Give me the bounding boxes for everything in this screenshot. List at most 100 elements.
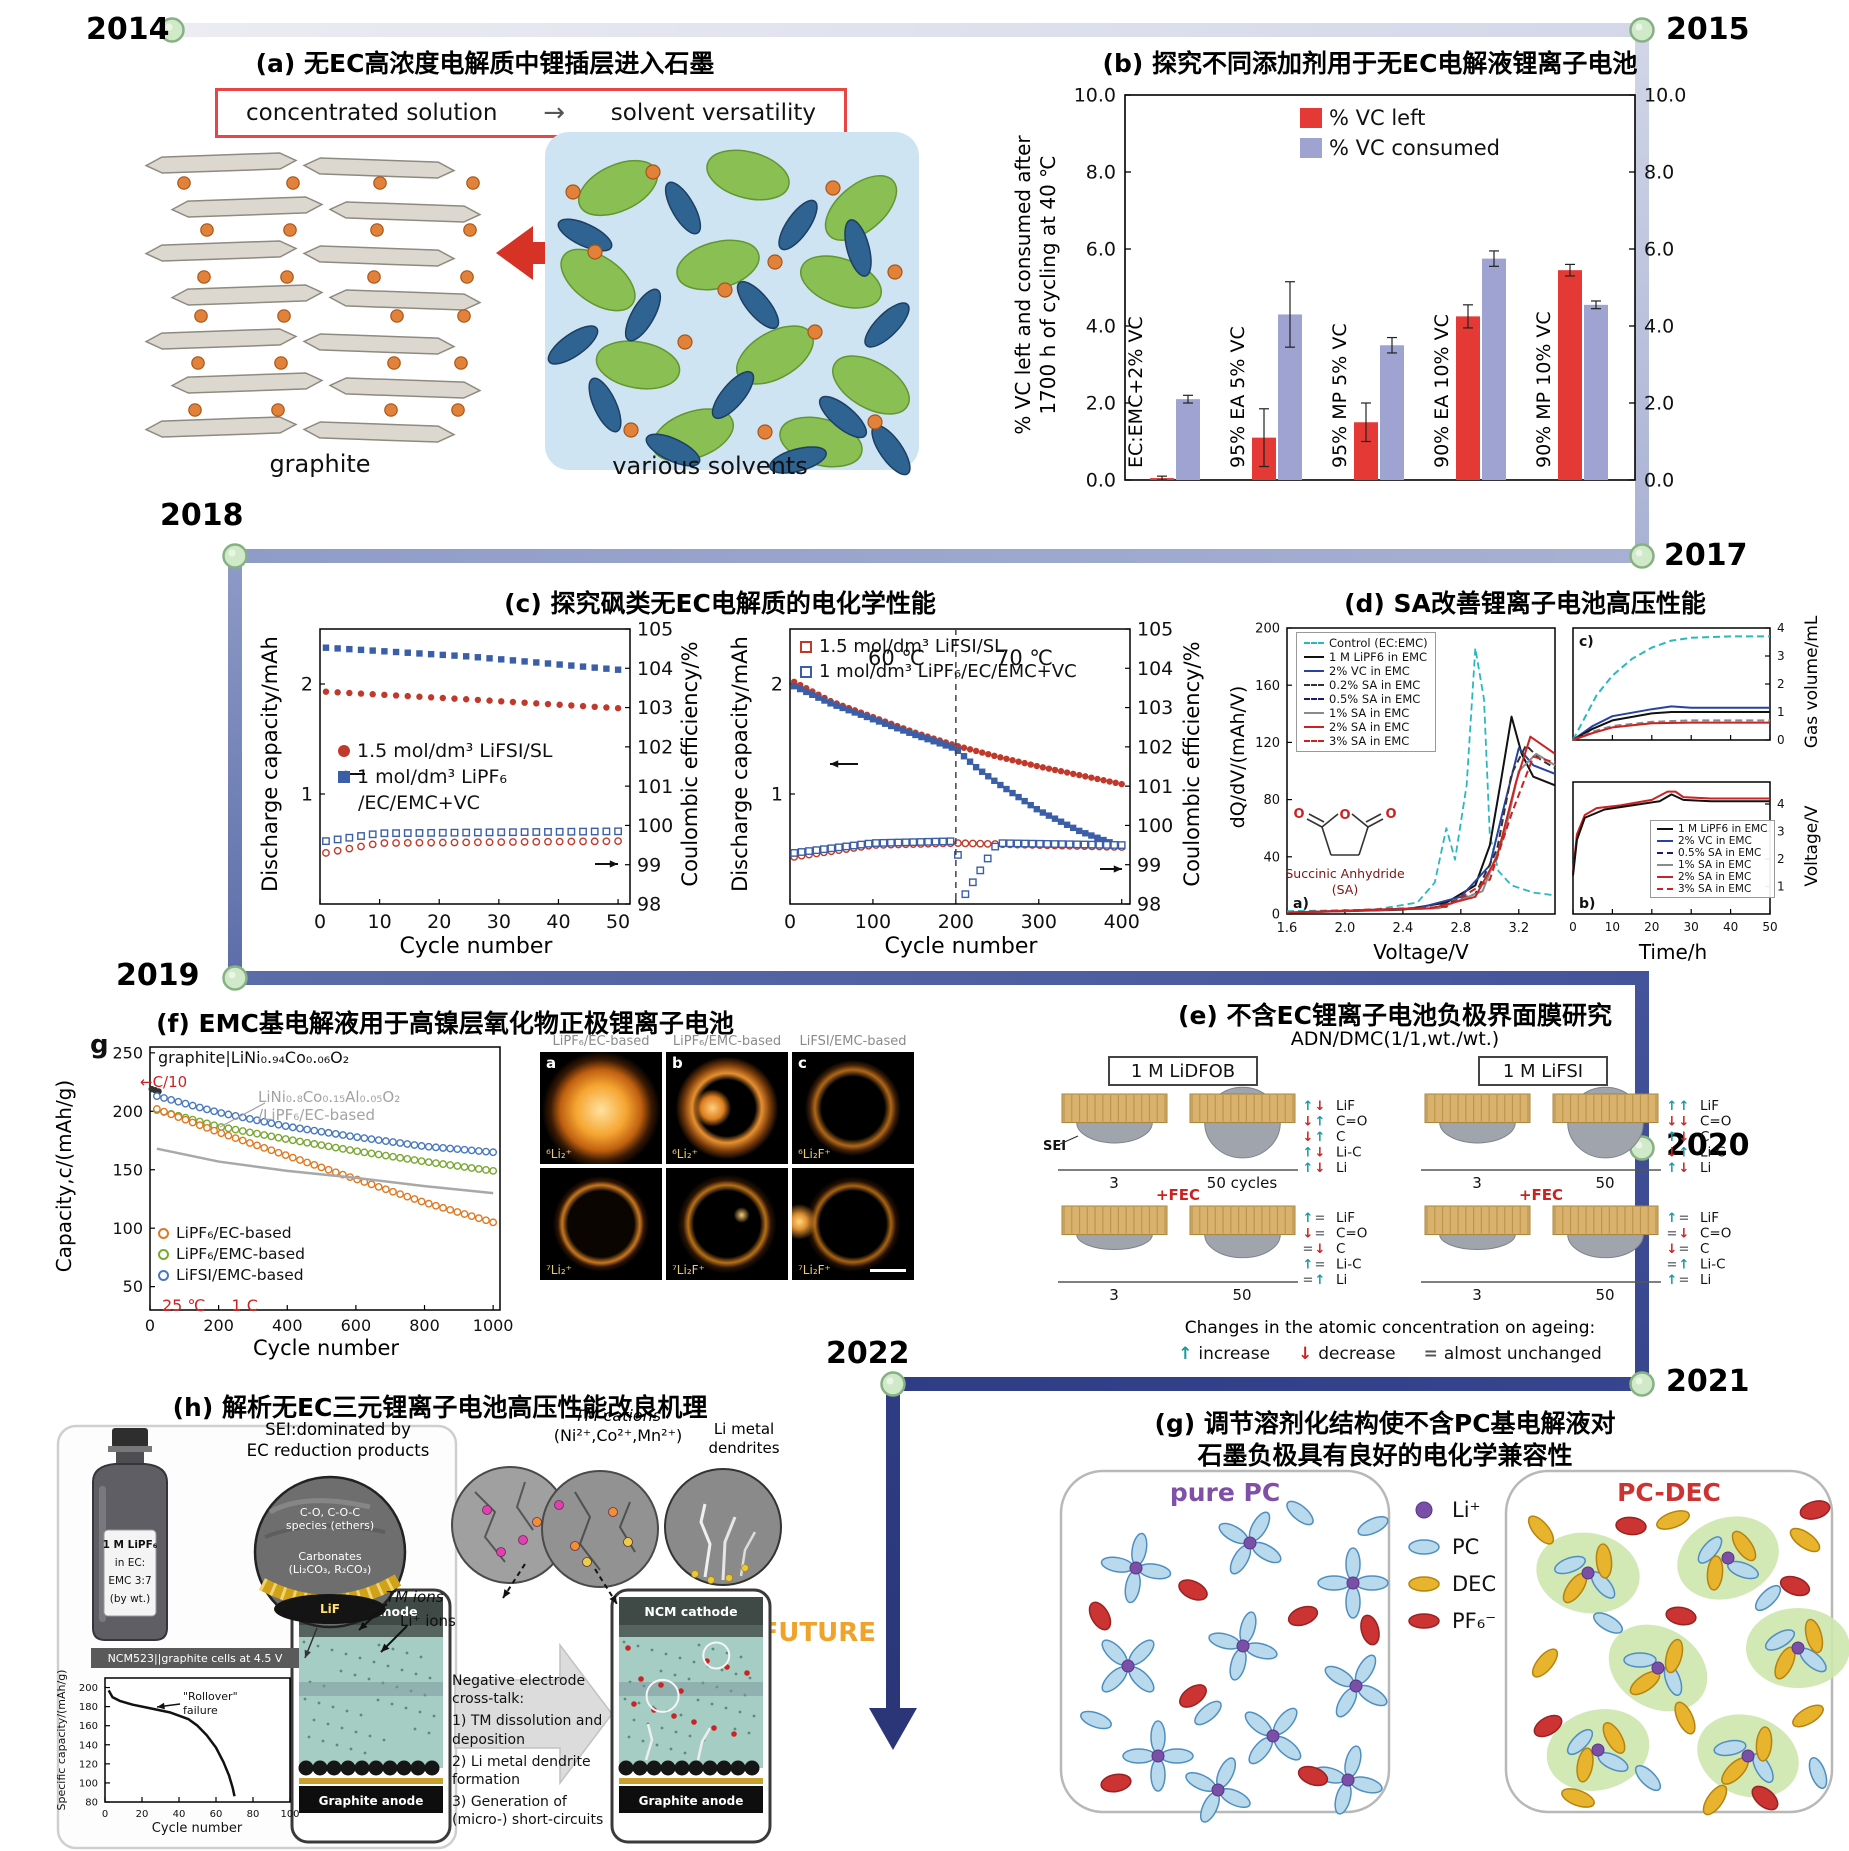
svg-text:100: 100: [79, 1778, 98, 1789]
svg-text:SEI: SEI: [1043, 1139, 1066, 1154]
svg-text:failure: failure: [183, 1704, 218, 1717]
svg-text:3: 3: [1777, 825, 1785, 839]
svg-text:=: =: [1667, 1227, 1678, 1242]
svg-text:100: 100: [637, 815, 673, 837]
svg-text:↓: ↓: [1667, 1242, 1678, 1257]
panel-f-title: (f) EMC基电解液用于高镍层氧化物正极锂离子电池: [156, 1009, 734, 1038]
sims-micrograph: ⁷Li₂⁺: [540, 1168, 662, 1280]
svg-text:120: 120: [1255, 736, 1280, 751]
svg-text:3.2: 3.2: [1508, 921, 1529, 936]
svg-text:2.8: 2.8: [1450, 921, 1471, 936]
svg-text:EC:EMC+2% VC: EC:EMC+2% VC: [1125, 316, 1147, 468]
svg-text:160: 160: [79, 1721, 98, 1732]
svg-text:↓: ↓: [1303, 1115, 1314, 1130]
svg-text:95% EA 5% VC: 95% EA 5% VC: [1227, 326, 1249, 468]
graphite-illustration: [144, 152, 482, 443]
svg-text:200: 200: [203, 1316, 234, 1335]
svg-text:8.0: 8.0: [1644, 162, 1674, 184]
svg-text:1: 1: [301, 784, 313, 806]
solvents-label: various solvents: [612, 452, 808, 480]
svg-text:1: 1: [771, 784, 783, 806]
panel-e-title: (e) 不含EC锂离子电池负极界面膜研究: [1178, 1001, 1612, 1030]
svg-text:Li-C: Li-C: [1700, 1145, 1726, 1161]
svg-text:30: 30: [487, 911, 511, 933]
c2-temp70-label: 70 ℃: [996, 646, 1053, 670]
svg-text:40: 40: [546, 911, 570, 933]
svg-text:LiF: LiF: [1700, 1098, 1719, 1114]
svg-text:↓: ↓: [1303, 1130, 1314, 1145]
svg-text:Li: Li: [1700, 1160, 1711, 1176]
c1-ylabel: Discharge capacity/mAh: [258, 636, 282, 892]
svg-text:a): a): [1293, 896, 1309, 912]
c2-temp60-label: 60 ℃: [868, 646, 925, 670]
timeline-year-2019: 2019: [116, 958, 200, 993]
pc-dec-label: PC-DEC: [1617, 1478, 1721, 1507]
svg-text:99: 99: [637, 854, 661, 876]
svg-text:↑: ↑: [1679, 1258, 1690, 1273]
svg-text:103: 103: [1137, 697, 1173, 719]
svg-text:(SA): (SA): [1332, 882, 1358, 897]
panel-a-banner: concentrated solution → solvent versatil…: [215, 88, 847, 138]
svg-text:2.4: 2.4: [1393, 921, 1414, 936]
svg-text:3: 3: [1109, 1174, 1119, 1192]
svg-text:105: 105: [637, 619, 673, 641]
e-arrow-key: ↑ increase↓ decrease= almost unchanged: [1178, 1344, 1602, 1364]
sims-micrograph: ⁷Li₂F⁺: [666, 1168, 788, 1280]
svg-text:10: 10: [368, 911, 392, 933]
svg-text:3: 3: [1472, 1286, 1482, 1304]
f-conditions: 25 ℃ 1 C: [162, 1296, 258, 1315]
svg-text:↑: ↑: [1667, 1273, 1678, 1288]
svg-text:10.0: 10.0: [1644, 85, 1686, 107]
svg-text:0: 0: [314, 911, 326, 933]
svg-text:Carbonates: Carbonates: [298, 1550, 361, 1563]
svg-text:↑: ↑: [1303, 1099, 1314, 1114]
svg-text:50: 50: [1595, 1286, 1614, 1304]
svg-text:Li: Li: [1336, 1160, 1347, 1176]
svg-text:102: 102: [1137, 737, 1173, 759]
svg-text:2: 2: [1777, 677, 1785, 691]
svg-text:1: 1: [1777, 880, 1785, 894]
svg-text:120: 120: [79, 1759, 98, 1770]
panel-c-title: (c) 探究砜类无EC电解质的电化学性能: [504, 589, 936, 618]
svg-text:20: 20: [1644, 920, 1659, 934]
svg-text:2.0: 2.0: [1086, 393, 1116, 415]
svg-text:200: 200: [79, 1683, 98, 1694]
svg-text:400: 400: [272, 1316, 303, 1335]
svg-text:2: 2: [301, 674, 313, 696]
svg-text:1 M LiPF₆: 1 M LiPF₆: [103, 1539, 158, 1551]
salt-lidfob-box: 1 M LiDFOB: [1108, 1056, 1258, 1086]
svg-text:200: 200: [112, 1102, 143, 1121]
timeline-future-label: FUTURE: [760, 1618, 876, 1648]
svg-text:1: 1: [1777, 705, 1785, 719]
panel-d-title: (d) SA改善锂离子电池高压性能: [1344, 589, 1706, 618]
svg-text:4.0: 4.0: [1086, 316, 1116, 338]
svg-text:40: 40: [173, 1809, 186, 1820]
svg-text:Li: Li: [1336, 1272, 1347, 1288]
panel-g-title-1: (g) 调节溶剂化结构使不含PC基电解液对: [1154, 1409, 1616, 1438]
h-tm-caption: TM cations (Ni²⁺,Co²⁺,Mn²⁺): [553, 1406, 683, 1445]
svg-text:250: 250: [112, 1043, 143, 1062]
svg-text:C=O: C=O: [1336, 1226, 1367, 1242]
f-grey-annotation-1: LiNi₀.₈Co₀.₁₅Al₀.₀₅O₂: [258, 1088, 401, 1106]
e-footnote: Changes in the atomic concentration on a…: [1184, 1318, 1596, 1338]
svg-text:↓: ↓: [1315, 1146, 1326, 1161]
svg-text:101: 101: [1137, 776, 1173, 798]
svg-text:0: 0: [1272, 908, 1280, 923]
panel-a-title: (a) 无EC高浓度电解质中锂插层进入石墨: [255, 49, 715, 78]
svg-text:O: O: [1293, 807, 1304, 822]
c1-xlabel: Cycle number: [399, 934, 553, 959]
svg-text:4: 4: [1777, 797, 1785, 811]
pure-pc-label: pure PC: [1169, 1478, 1281, 1507]
timeline-year-2021: 2021: [1666, 1364, 1750, 1399]
svg-text:=: =: [1315, 1258, 1326, 1273]
svg-text:180: 180: [79, 1702, 98, 1713]
svg-text:200: 200: [938, 911, 974, 933]
svg-text:600: 600: [341, 1316, 372, 1335]
